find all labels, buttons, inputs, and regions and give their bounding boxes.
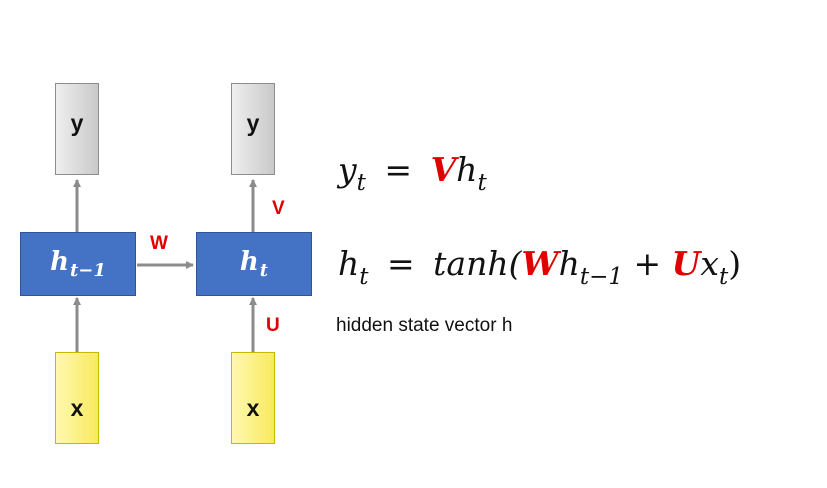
left-hidden-label: ht−1: [50, 247, 106, 281]
right-hidden-box: ht: [196, 232, 312, 296]
right-input-label: x: [246, 395, 260, 421]
left-input-box: x: [55, 352, 99, 444]
left-hidden-box: ht−1: [20, 232, 136, 296]
right-output-label: y: [246, 110, 260, 136]
weight-v-label: V: [272, 198, 285, 219]
right-output-box: y: [231, 83, 275, 175]
left-output-label: y: [70, 110, 84, 136]
weight-w-label: W: [150, 233, 168, 254]
right-input-box: x: [231, 352, 275, 444]
weight-u-label: U: [266, 315, 280, 336]
left-output-box: y: [55, 83, 99, 175]
caption: hidden state vector h: [336, 315, 513, 336]
equation-output: yt = Vht: [338, 150, 487, 196]
left-input-label: x: [70, 395, 84, 421]
equation-hidden: ht = tanh(Wht−1 + Uxt): [338, 244, 742, 290]
right-hidden-label: ht: [239, 247, 269, 281]
